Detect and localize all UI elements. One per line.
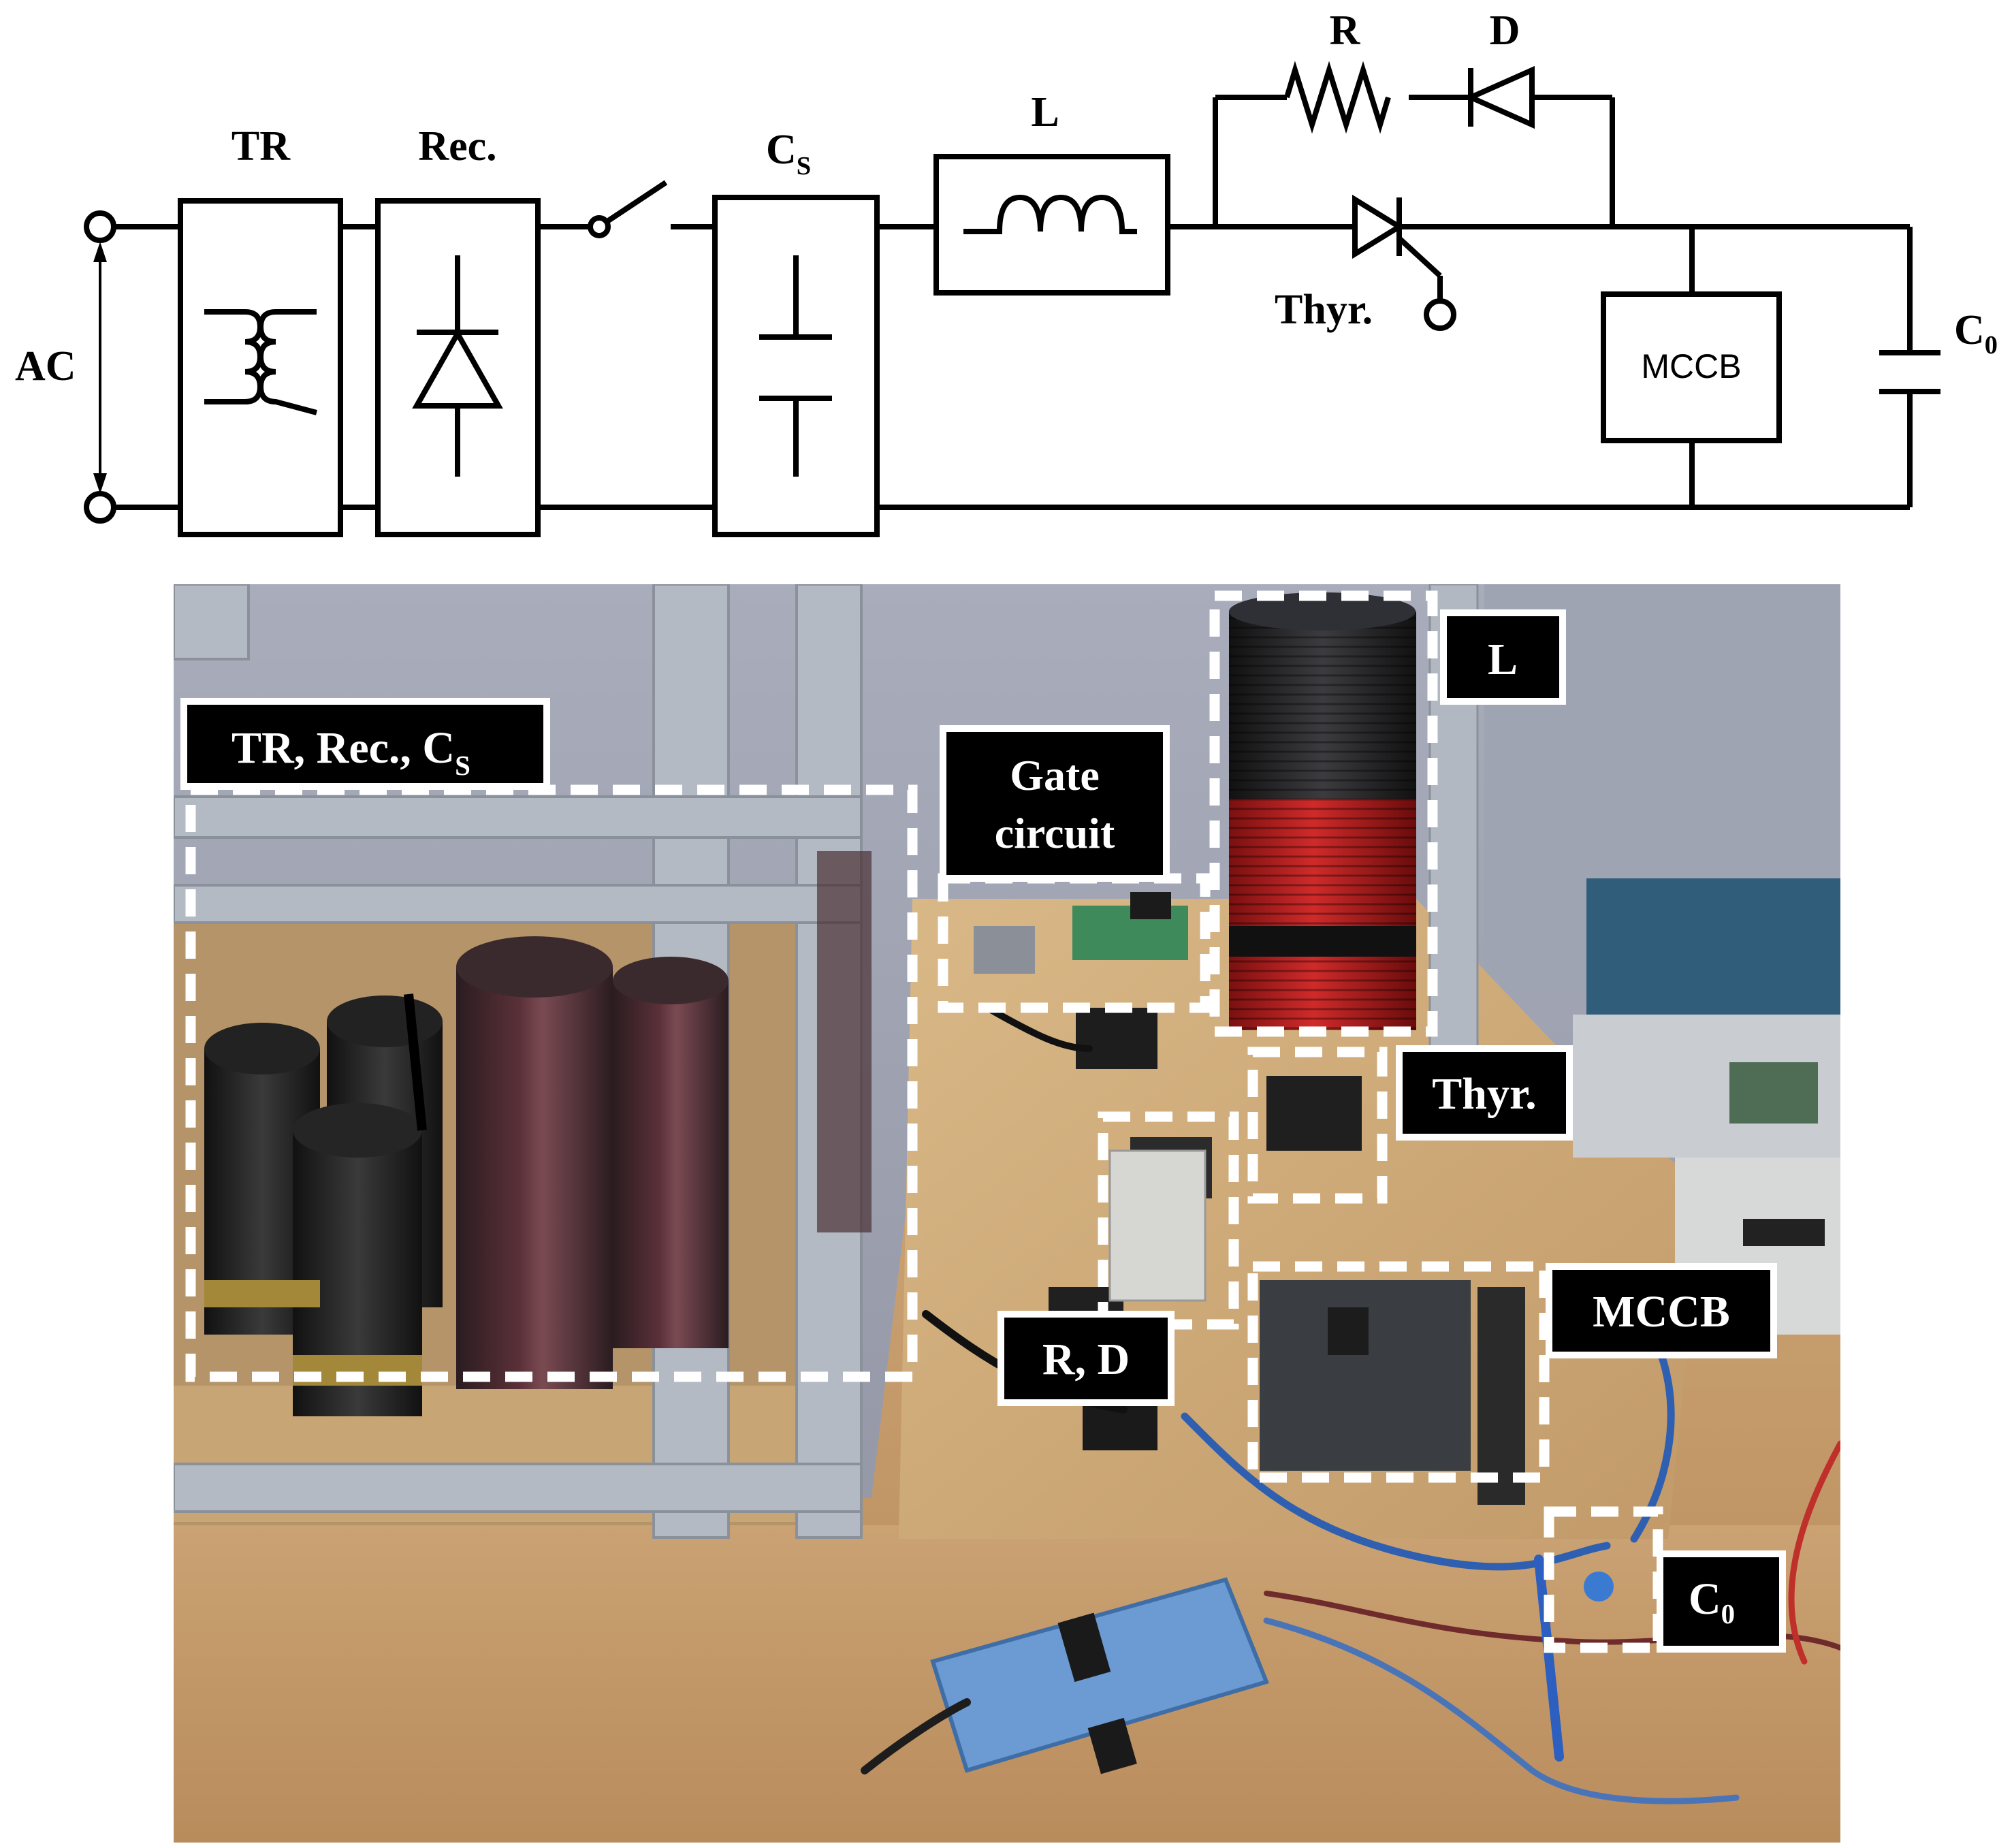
label-rec: Rec. (418, 123, 496, 170)
label-r: R (1330, 7, 1361, 54)
transformer-block (178, 198, 343, 537)
inductor-block (933, 154, 1170, 296)
tag-tr-rec-cs-text: TR, Rec., CS (231, 723, 470, 781)
highlight-box-l (1209, 590, 1438, 1037)
capacitor-bank-image (204, 851, 872, 1416)
switch-icon (538, 180, 668, 238)
transformer-icon (204, 309, 318, 415)
tag-mccb (1546, 1263, 1777, 1358)
label-d: D (1490, 7, 1520, 54)
tag-thyr (1396, 1045, 1573, 1141)
tag-thyr-text: Thyr. (1432, 1069, 1536, 1119)
highlight-box-thyr (1247, 1047, 1388, 1204)
resistor-icon (1284, 61, 1391, 134)
c0-capacitor-image (1584, 1572, 1614, 1602)
highlight-box-mccb (1247, 1261, 1550, 1483)
label-tr: TR (231, 123, 291, 170)
circuit-schematic: AC TR Rec. CS L R D Thyr. MCCB C0 (15, 7, 1997, 537)
capacitor-c0-icon (1879, 227, 1940, 507)
tag-tr-rec-cs (180, 698, 550, 790)
tag-gate-circuit (940, 725, 1170, 882)
label-l: L (1031, 89, 1059, 136)
gate-circuit-image (974, 892, 1188, 974)
rectifier-diode-icon (412, 255, 503, 477)
mccb-block (1601, 291, 1782, 443)
capacitor-cs-block (712, 195, 880, 537)
tag-l (1440, 609, 1566, 705)
tag-c0 (1657, 1550, 1786, 1653)
label-cs: CS (766, 127, 811, 180)
tag-rd-text: R, D (1042, 1335, 1130, 1384)
oscilloscope-image (1573, 878, 1840, 1335)
inductor-coil-icon (963, 194, 1137, 234)
tag-gate-circuit-line2: circuit (995, 809, 1115, 857)
capacitor-cs-icon (759, 255, 832, 477)
current-probe-image (930, 1577, 1270, 1774)
tag-l-text: L (1488, 635, 1518, 684)
label-c0: C0 (1954, 307, 1997, 360)
thyristor-icon (1352, 194, 1456, 331)
tag-gate-circuit-line1: Gate (1010, 751, 1100, 799)
rd-module-image (1108, 1149, 1207, 1302)
highlight-box-tr-rec-cs (185, 784, 918, 1382)
tag-mccb-text: MCCB (1593, 1287, 1730, 1337)
label-ac: AC (15, 343, 76, 389)
mccb-breaker-image (1260, 1280, 1525, 1505)
label-thyr: Thyr. (1275, 287, 1373, 333)
tag-c0-text: C0 (1689, 1574, 1735, 1629)
tag-rd (997, 1311, 1175, 1406)
inductor-coil-image (1229, 592, 1416, 1030)
label-mccb: MCCB (1641, 347, 1741, 385)
